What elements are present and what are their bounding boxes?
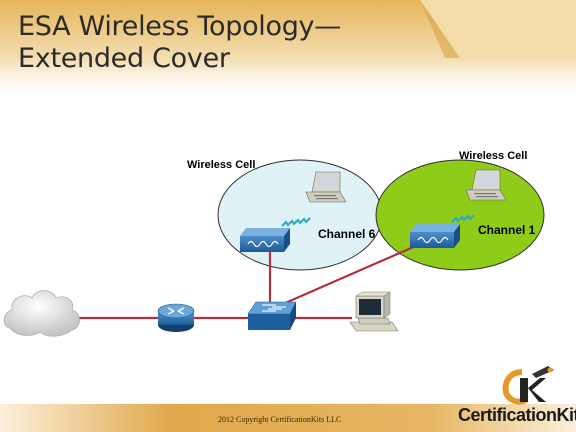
- title-line-2: Extended Cover: [18, 43, 230, 74]
- copyright-text: 2012 Copyright CertificationKits LLC: [218, 415, 342, 424]
- certificationkits-logo-icon: [502, 366, 554, 405]
- desktop-icon: [349, 291, 399, 332]
- switch-icon: [247, 301, 297, 330]
- laptop-icon: [305, 171, 347, 203]
- slide-title: ESA Wireless Topology— Extended Cover: [18, 11, 341, 75]
- wireless-signal-icon: [451, 214, 475, 223]
- router-icon: [157, 303, 195, 332]
- cloud-icon: [3, 290, 80, 337]
- title-line-1: ESA Wireless Topology—: [18, 11, 341, 42]
- wireless-signal-icon: [281, 217, 311, 227]
- laptop-icon: [465, 169, 507, 201]
- cell-label-left: Wireless Cell: [187, 159, 255, 171]
- channel-label-6: Channel 6: [318, 227, 376, 241]
- channel-label-1: Channel 1: [478, 223, 536, 237]
- logo-text: CertificationKits: [458, 405, 576, 425]
- wireless-cell-channel-6: [217, 159, 383, 271]
- access-point-icon: [240, 228, 290, 252]
- cell-label-right: Wireless Cell: [459, 150, 527, 162]
- access-point-icon: [410, 224, 460, 248]
- link-switch-ap2: [282, 243, 419, 306]
